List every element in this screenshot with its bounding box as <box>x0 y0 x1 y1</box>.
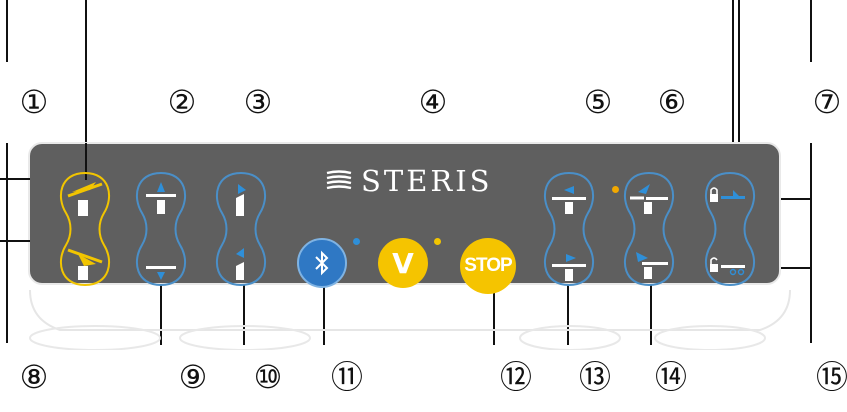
leader-line <box>323 285 325 345</box>
callout-15: ⑮ <box>815 358 847 396</box>
leg-down-button[interactable] <box>622 236 676 286</box>
callout-4: ④ <box>418 83 448 121</box>
slide-right-button[interactable] <box>542 236 596 286</box>
leader-line <box>493 285 495 345</box>
callout-8: ⑧ <box>19 358 49 396</box>
tilt-down-button[interactable] <box>58 236 112 286</box>
tilt-up-button[interactable] <box>58 172 112 222</box>
leader-line <box>243 285 245 345</box>
device-housing <box>29 290 791 350</box>
slide-left-button[interactable] <box>542 172 596 222</box>
slide-button-pair <box>543 171 595 287</box>
v-button-label: V <box>392 246 414 280</box>
callout-5: ⑤ <box>583 83 613 121</box>
leg-section-button-pair <box>623 171 675 287</box>
lock-icon <box>710 187 745 202</box>
v-indicator <box>434 238 441 245</box>
leader-line <box>0 178 30 180</box>
callout-11: ⑪ <box>330 358 363 396</box>
callout-10: ⑩ <box>253 358 283 396</box>
lock-button-pair <box>704 171 756 287</box>
callout-9: ⑨ <box>178 358 208 396</box>
height-down-button[interactable] <box>134 236 188 286</box>
v-button[interactable]: V <box>378 238 428 288</box>
leader-line <box>85 143 87 180</box>
callout-12: ⑫ <box>499 358 532 396</box>
brand-name: STERIS <box>361 164 493 198</box>
unlock-button[interactable] <box>703 236 757 286</box>
leader-line <box>810 0 812 62</box>
bluetooth-button[interactable] <box>297 238 347 288</box>
steris-mark-icon <box>326 170 352 190</box>
leader-line <box>85 0 87 180</box>
unlock-icon <box>710 257 745 276</box>
leader-line <box>650 285 652 345</box>
leader-line <box>738 0 740 270</box>
leader-line <box>732 0 734 180</box>
callout-1: ① <box>19 83 49 121</box>
callout-3: ③ <box>243 83 273 121</box>
leader-line <box>6 0 8 62</box>
height-button-pair <box>135 171 187 287</box>
lift-tilt-button-pair <box>59 171 111 287</box>
steris-logo: STERIS <box>325 166 493 196</box>
leader-line <box>160 285 162 345</box>
height-up-button[interactable] <box>134 172 188 222</box>
callout-6: ⑥ <box>657 83 687 121</box>
stop-button-label: STOP <box>464 255 512 276</box>
back-up-button[interactable] <box>214 172 268 222</box>
leader-line <box>567 285 569 345</box>
lock-button[interactable] <box>703 172 757 222</box>
back-section-button-pair <box>215 171 267 287</box>
bluetooth-indicator <box>353 238 360 245</box>
back-down-button[interactable] <box>214 236 268 286</box>
bluetooth-icon <box>315 250 329 276</box>
stop-button[interactable]: STOP <box>460 238 516 294</box>
callout-7: ⑦ <box>812 83 842 121</box>
callout-13: ⑬ <box>578 358 611 396</box>
leader-line <box>0 240 30 242</box>
leg-indicator <box>612 186 619 193</box>
leader-line <box>810 143 812 343</box>
callout-2: ② <box>167 83 197 121</box>
leader-line <box>6 143 8 343</box>
leg-up-button[interactable] <box>622 172 676 222</box>
callout-14: ⑭ <box>654 358 687 396</box>
